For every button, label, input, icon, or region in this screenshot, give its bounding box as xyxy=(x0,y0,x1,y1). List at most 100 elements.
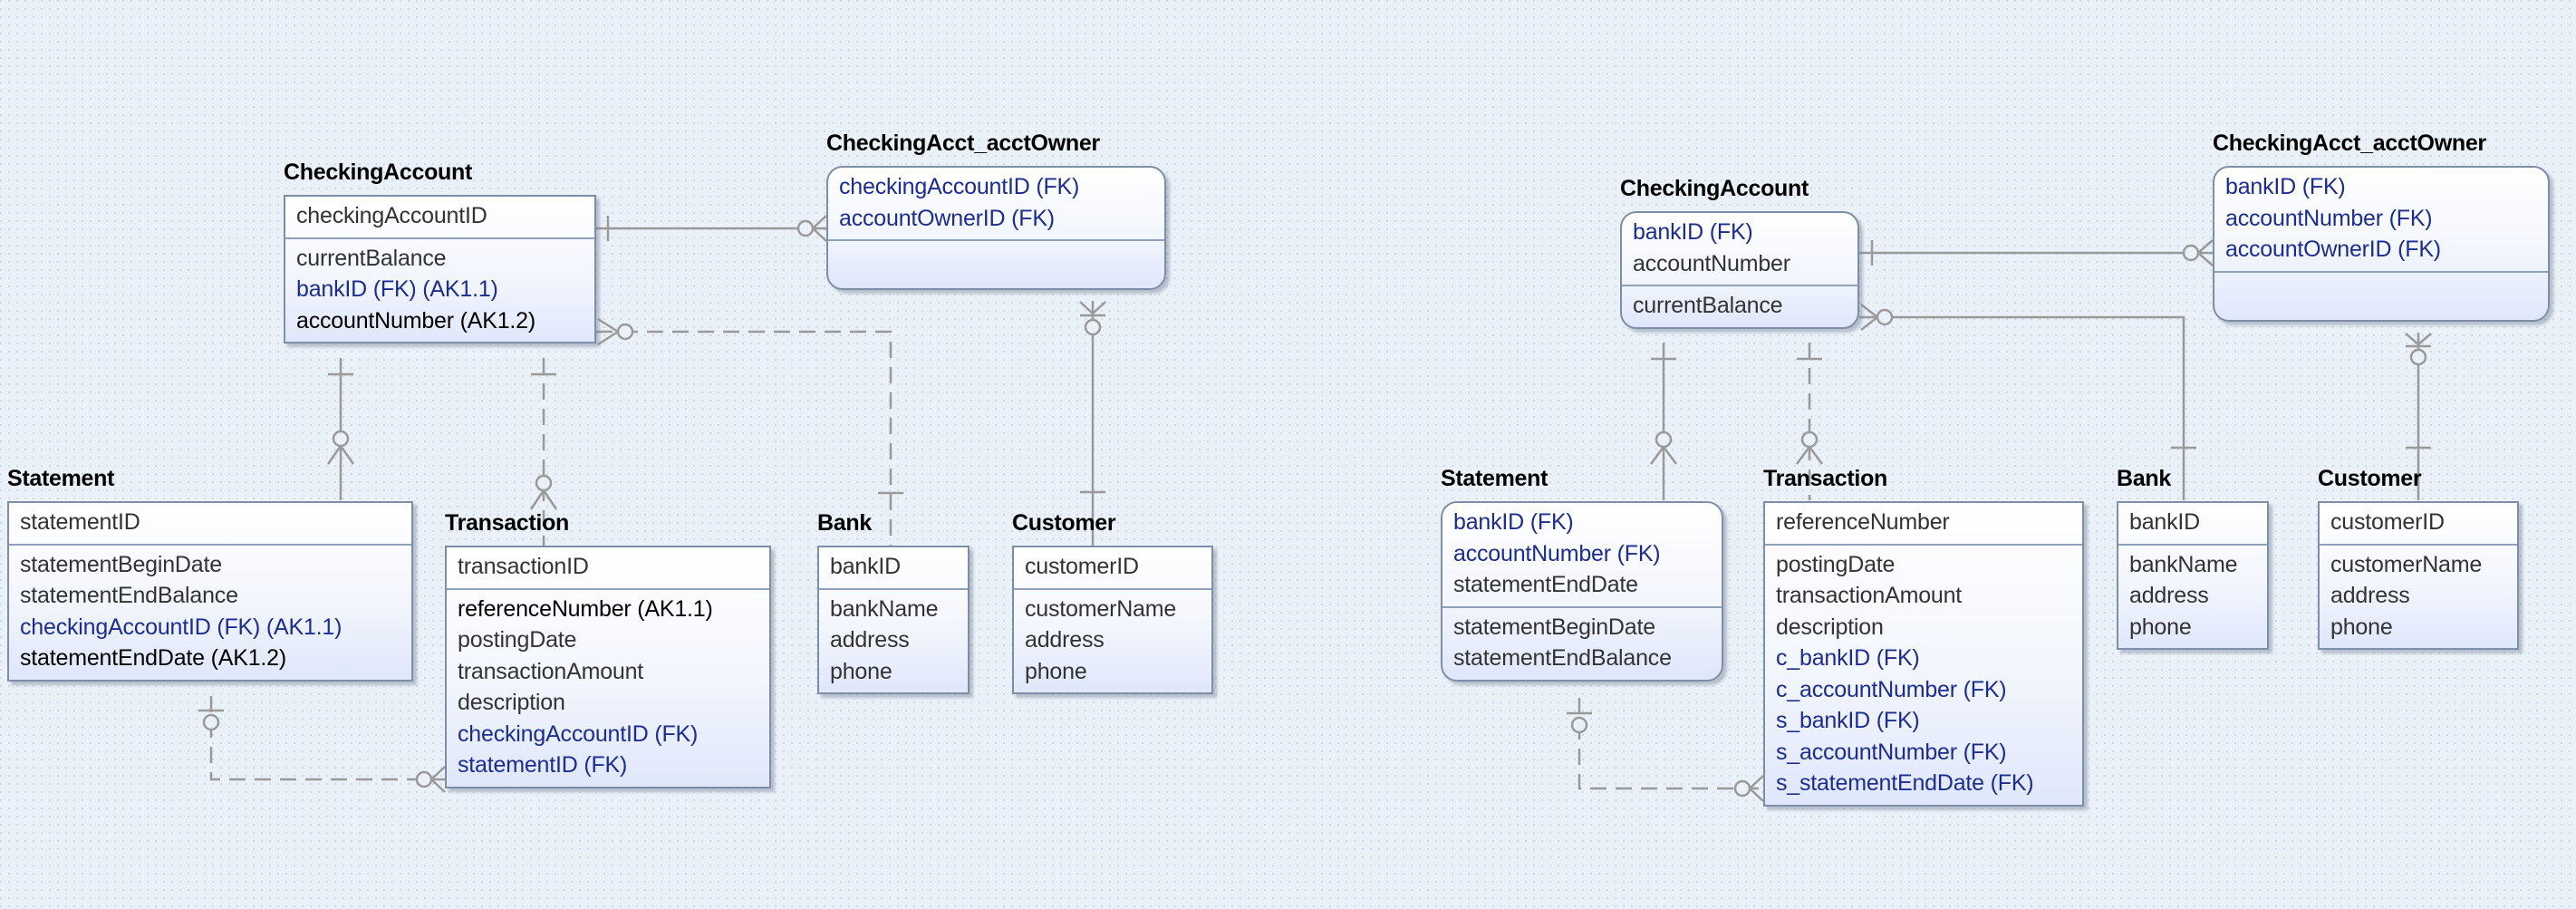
attribute: bankID (FK) xyxy=(1453,509,1574,535)
attribute: accountOwnerID (FK) xyxy=(2225,237,2441,262)
key-section: bankID xyxy=(2118,503,2267,546)
attribute: s_statementEndDate (FK) xyxy=(1776,770,2034,796)
entity-customer-left[interactable]: Customer customerID customerName address… xyxy=(1012,510,1213,694)
entity-bank-left[interactable]: Bank bankID bankName address phone xyxy=(817,510,970,694)
key-section: statementID xyxy=(9,503,411,546)
attribute: referenceNumber (AK1.1) xyxy=(458,595,713,622)
entity-title: CheckingAcct_acctOwner xyxy=(826,131,1100,156)
attribute: phone xyxy=(2129,614,2192,640)
attribute: statementBeginDate xyxy=(1453,614,1655,640)
attribute: phone xyxy=(1025,658,1087,684)
rel-left-statement-transaction xyxy=(198,696,446,793)
attribute: bankID (FK) (AK1.1) xyxy=(296,276,498,302)
key-section: bankID (FK) accountNumber (FK) statement… xyxy=(1442,503,1722,608)
attribute-section xyxy=(2214,273,2548,320)
rel-right-customer-owner xyxy=(2405,333,2432,500)
rel-right-account-statement xyxy=(1649,343,1678,500)
entity-box: checkingAccountID (FK) accountOwnerID (F… xyxy=(826,166,1166,290)
attribute: accountNumber (AK1.2) xyxy=(296,307,535,334)
attribute: bankID xyxy=(830,554,902,579)
attribute: checkingAccountID xyxy=(296,203,487,228)
attribute: address xyxy=(830,627,910,653)
entity-title: CheckingAccount xyxy=(1620,176,1809,201)
attribute: currentBalance xyxy=(296,245,447,271)
entity-title: Statement xyxy=(7,466,115,491)
attribute: statementBeginDate xyxy=(20,551,222,577)
attribute: bankID (FK) xyxy=(2225,174,2346,199)
attribute: transactionAmount xyxy=(458,658,644,684)
attribute: postingDate xyxy=(1776,551,1896,577)
attribute-section: bankName address phone xyxy=(2118,546,2267,649)
attribute: statementEndBalance xyxy=(20,583,238,608)
attribute: statementID (FK) xyxy=(458,752,628,778)
entity-box: checkingAccountID currentBalance bankID … xyxy=(284,195,596,343)
entity-transaction-left[interactable]: Transaction transactionID referenceNumbe… xyxy=(445,510,771,788)
attribute: c_bankID (FK) xyxy=(1776,645,1920,671)
rel-right-account-owner xyxy=(1859,239,2214,266)
attribute-section: currentBalance bankID (FK) (AK1.1) accou… xyxy=(285,239,594,343)
key-section: transactionID xyxy=(447,547,769,590)
entity-checking-acct-owner-right[interactable]: CheckingAcct_acctOwner bankID (FK) accou… xyxy=(2213,131,2550,322)
attribute-section xyxy=(828,241,1164,288)
entity-title: Customer xyxy=(2318,466,2422,491)
attribute: s_bankID (FK) xyxy=(1776,708,1920,733)
key-section: customerID xyxy=(1014,547,1211,590)
attribute-section: bankName address phone xyxy=(819,590,968,693)
attribute: transactionID xyxy=(458,554,589,579)
entity-box: bankID bankName address phone xyxy=(2117,501,2269,650)
key-section: referenceNumber xyxy=(1765,503,2082,546)
attribute: description xyxy=(458,690,565,715)
entity-title: Transaction xyxy=(1763,466,1888,491)
attribute: checkingAccountID (FK) xyxy=(458,720,699,747)
entity-title: Transaction xyxy=(445,510,570,536)
attribute: phone xyxy=(2330,614,2393,640)
attribute-section: statementBeginDate statementEndBalance c… xyxy=(9,546,411,680)
attribute: customerName xyxy=(1025,595,1177,622)
entity-box: customerID customerName address phone xyxy=(1012,546,1213,694)
attribute: checkingAccountID (FK) (AK1.1) xyxy=(20,614,343,640)
attribute: checkingAccountID (FK) xyxy=(839,174,1080,199)
attribute: statementEndDate (AK1.2) xyxy=(20,645,286,671)
entity-box: referenceNumber postingDate transactionA… xyxy=(1763,501,2084,807)
entity-title: Bank xyxy=(2117,466,2171,491)
attribute: referenceNumber xyxy=(1776,509,1950,535)
attribute: address xyxy=(1025,627,1105,653)
attribute-section: currentBalance xyxy=(1622,286,1857,327)
rel-right-bank-account xyxy=(1859,304,2196,500)
attribute: phone xyxy=(830,658,892,684)
entity-title: CheckingAccount xyxy=(284,160,473,185)
attribute: accountNumber xyxy=(1633,250,1790,276)
attribute: customerID xyxy=(2330,509,2445,535)
entity-checking-acct-owner-left[interactable]: CheckingAcct_acctOwner checkingAccountID… xyxy=(826,131,1166,290)
entity-box: bankID (FK) accountNumber (FK) accountOw… xyxy=(2213,166,2550,322)
rel-left-account-transaction xyxy=(529,358,558,546)
entity-box: customerID customerName address phone xyxy=(2318,501,2519,650)
attribute: accountNumber (FK) xyxy=(1453,540,1661,566)
entity-bank-right[interactable]: Bank bankID bankName address phone xyxy=(2117,466,2269,650)
entity-title: CheckingAcct_acctOwner xyxy=(2213,131,2486,156)
entity-statement-left[interactable]: Statement statementID statementBeginDate… xyxy=(7,466,413,682)
entity-box: statementID statementBeginDate statement… xyxy=(7,501,413,682)
entity-statement-right[interactable]: Statement bankID (FK) accountNumber (FK)… xyxy=(1441,466,1723,682)
rel-left-account-statement xyxy=(326,358,355,500)
entity-title: Customer xyxy=(1012,510,1116,536)
entity-customer-right[interactable]: Customer customerID customerName address… xyxy=(2318,466,2519,650)
entity-box: transactionID referenceNumber (AK1.1) po… xyxy=(445,546,771,788)
entity-transaction-right[interactable]: Transaction referenceNumber postingDate … xyxy=(1763,466,2084,807)
entity-title: Bank xyxy=(817,510,872,536)
key-section: bankID xyxy=(819,547,968,590)
attribute: statementID xyxy=(20,509,140,535)
attribute: description xyxy=(1776,614,1884,640)
entity-box: bankID (FK) accountNumber (FK) statement… xyxy=(1441,501,1723,682)
attribute-section: customerName address phone xyxy=(1014,590,1211,693)
key-section: bankID (FK) accountNumber xyxy=(1622,213,1857,286)
attribute: bankID xyxy=(2129,509,2201,535)
entity-box: bankID bankName address phone xyxy=(817,546,970,694)
attribute: accountOwnerID (FK) xyxy=(839,205,1055,231)
entity-checking-account-right[interactable]: CheckingAccount bankID (FK) accountNumbe… xyxy=(1620,176,1859,329)
key-section: checkingAccountID xyxy=(285,197,594,239)
attribute: s_accountNumber (FK) xyxy=(1776,739,2007,765)
entity-checking-account-left[interactable]: CheckingAccount checkingAccountID curren… xyxy=(284,160,596,343)
rel-left-bank-account xyxy=(596,317,903,546)
